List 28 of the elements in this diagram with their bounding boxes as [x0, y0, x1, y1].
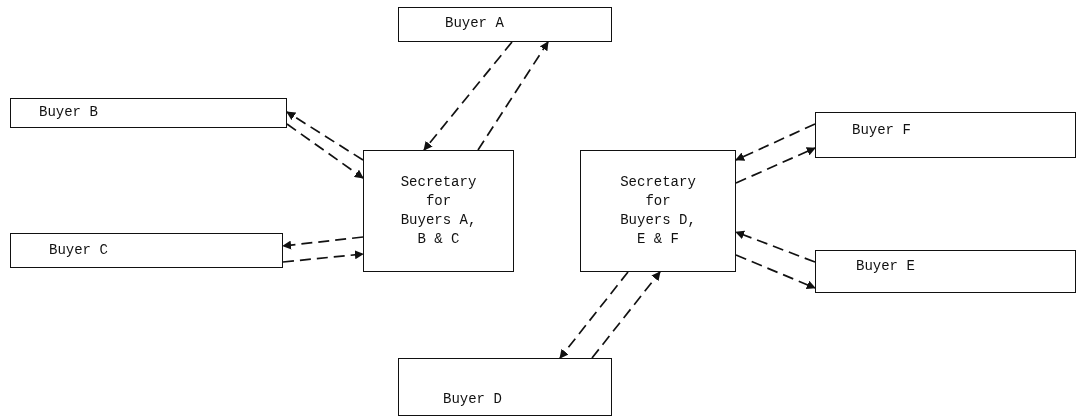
process-box	[10, 233, 283, 268]
arrow	[286, 123, 364, 179]
process-box	[10, 98, 287, 128]
arrow	[423, 41, 513, 151]
process-box	[398, 358, 612, 416]
arrow	[735, 147, 816, 184]
process-box	[580, 150, 736, 272]
node-label: Buyer A	[445, 14, 504, 33]
arrow	[735, 230, 816, 263]
node-label: Secretary for Buyers A, B & C	[399, 173, 478, 249]
process-box	[363, 150, 514, 272]
node-label: Buyer D	[443, 390, 502, 409]
node-label: Buyer B	[39, 103, 98, 122]
arrow	[477, 41, 549, 151]
process-box	[815, 112, 1076, 158]
arrow	[735, 123, 816, 161]
process-box	[815, 250, 1076, 293]
node-label: Buyer F	[852, 121, 911, 140]
node-label: Buyer E	[856, 257, 915, 276]
arrow	[591, 271, 661, 359]
arrow	[286, 111, 364, 161]
node-label: Buyer C	[49, 241, 108, 260]
arrow	[282, 236, 364, 250]
process-box	[398, 7, 612, 42]
node-label: Secretary for Buyers D, E & F	[619, 173, 697, 249]
arrow	[559, 271, 629, 359]
arrow	[735, 254, 816, 290]
arrow	[282, 250, 364, 263]
